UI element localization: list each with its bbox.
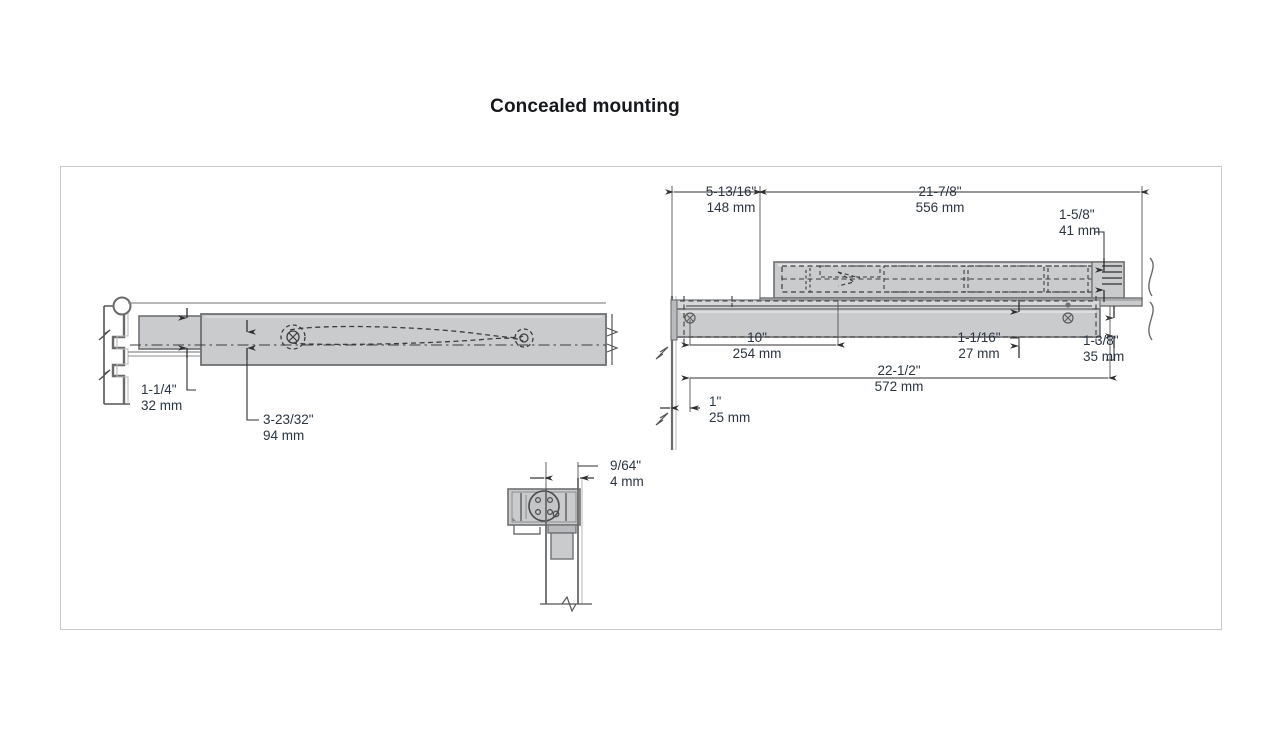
dimension-label-1-3-8: 1-3/8" 35 mm — [1083, 333, 1124, 364]
dimension-label-9-64: 9/64" 4 mm — [610, 458, 644, 489]
dim-value-metric: 35 mm — [1083, 348, 1125, 364]
dim-value-inch: 9/64" — [610, 458, 642, 473]
page-title: Concealed mounting — [490, 96, 680, 117]
dim-value-inch: 1-1/4" — [141, 382, 177, 397]
dimension-label-5-13-16: 5-13/16" 148 mm — [686, 184, 776, 215]
dimension-label-10: 10" 254 mm — [717, 330, 797, 361]
dim-value-metric: 25 mm — [709, 409, 751, 425]
dim-value-inch: 1" — [709, 394, 722, 409]
dim-value-inch: 3-23/32" — [263, 412, 314, 427]
drawing-frame — [60, 166, 1222, 630]
dim-value-metric: 556 mm — [915, 199, 965, 215]
dimension-label-3-23-32: 3-23/32" 94 mm — [263, 412, 314, 443]
dimension-label-22-1-2: 22-1/2" 572 mm — [856, 363, 942, 394]
dim-value-metric: 572 mm — [874, 378, 924, 394]
dim-value-inch: 22-1/2" — [877, 363, 921, 378]
dim-value-inch: 5-13/16" — [705, 184, 757, 199]
dim-value-inch: 1-1/16" — [957, 330, 1001, 345]
dim-value-metric: 94 mm — [263, 427, 305, 443]
dim-value-metric: 32 mm — [141, 397, 183, 413]
dim-value-metric: 254 mm — [732, 345, 782, 361]
dim-value-inch: 1-3/8" — [1083, 333, 1119, 348]
dimension-label-1-inch: 1" 25 mm — [709, 394, 750, 425]
dim-value-metric: 4 mm — [610, 473, 644, 489]
dim-value-inch: 21-7/8" — [918, 184, 962, 199]
dim-value-inch: 1-5/8" — [1059, 207, 1095, 222]
dim-value-inch: 10" — [747, 330, 767, 345]
dimension-label-1-5-8: 1-5/8" 41 mm — [1059, 207, 1100, 238]
dim-value-metric: 41 mm — [1059, 222, 1101, 238]
dimension-label-21-7-8: 21-7/8" 556 mm — [895, 184, 985, 215]
dimension-label-1-1-16: 1-1/16" 27 mm — [941, 330, 1017, 361]
dim-value-metric: 27 mm — [958, 345, 1000, 361]
dimension-label-1-1-4: 1-1/4" 32 mm — [141, 382, 182, 413]
dim-value-metric: 148 mm — [706, 199, 756, 215]
